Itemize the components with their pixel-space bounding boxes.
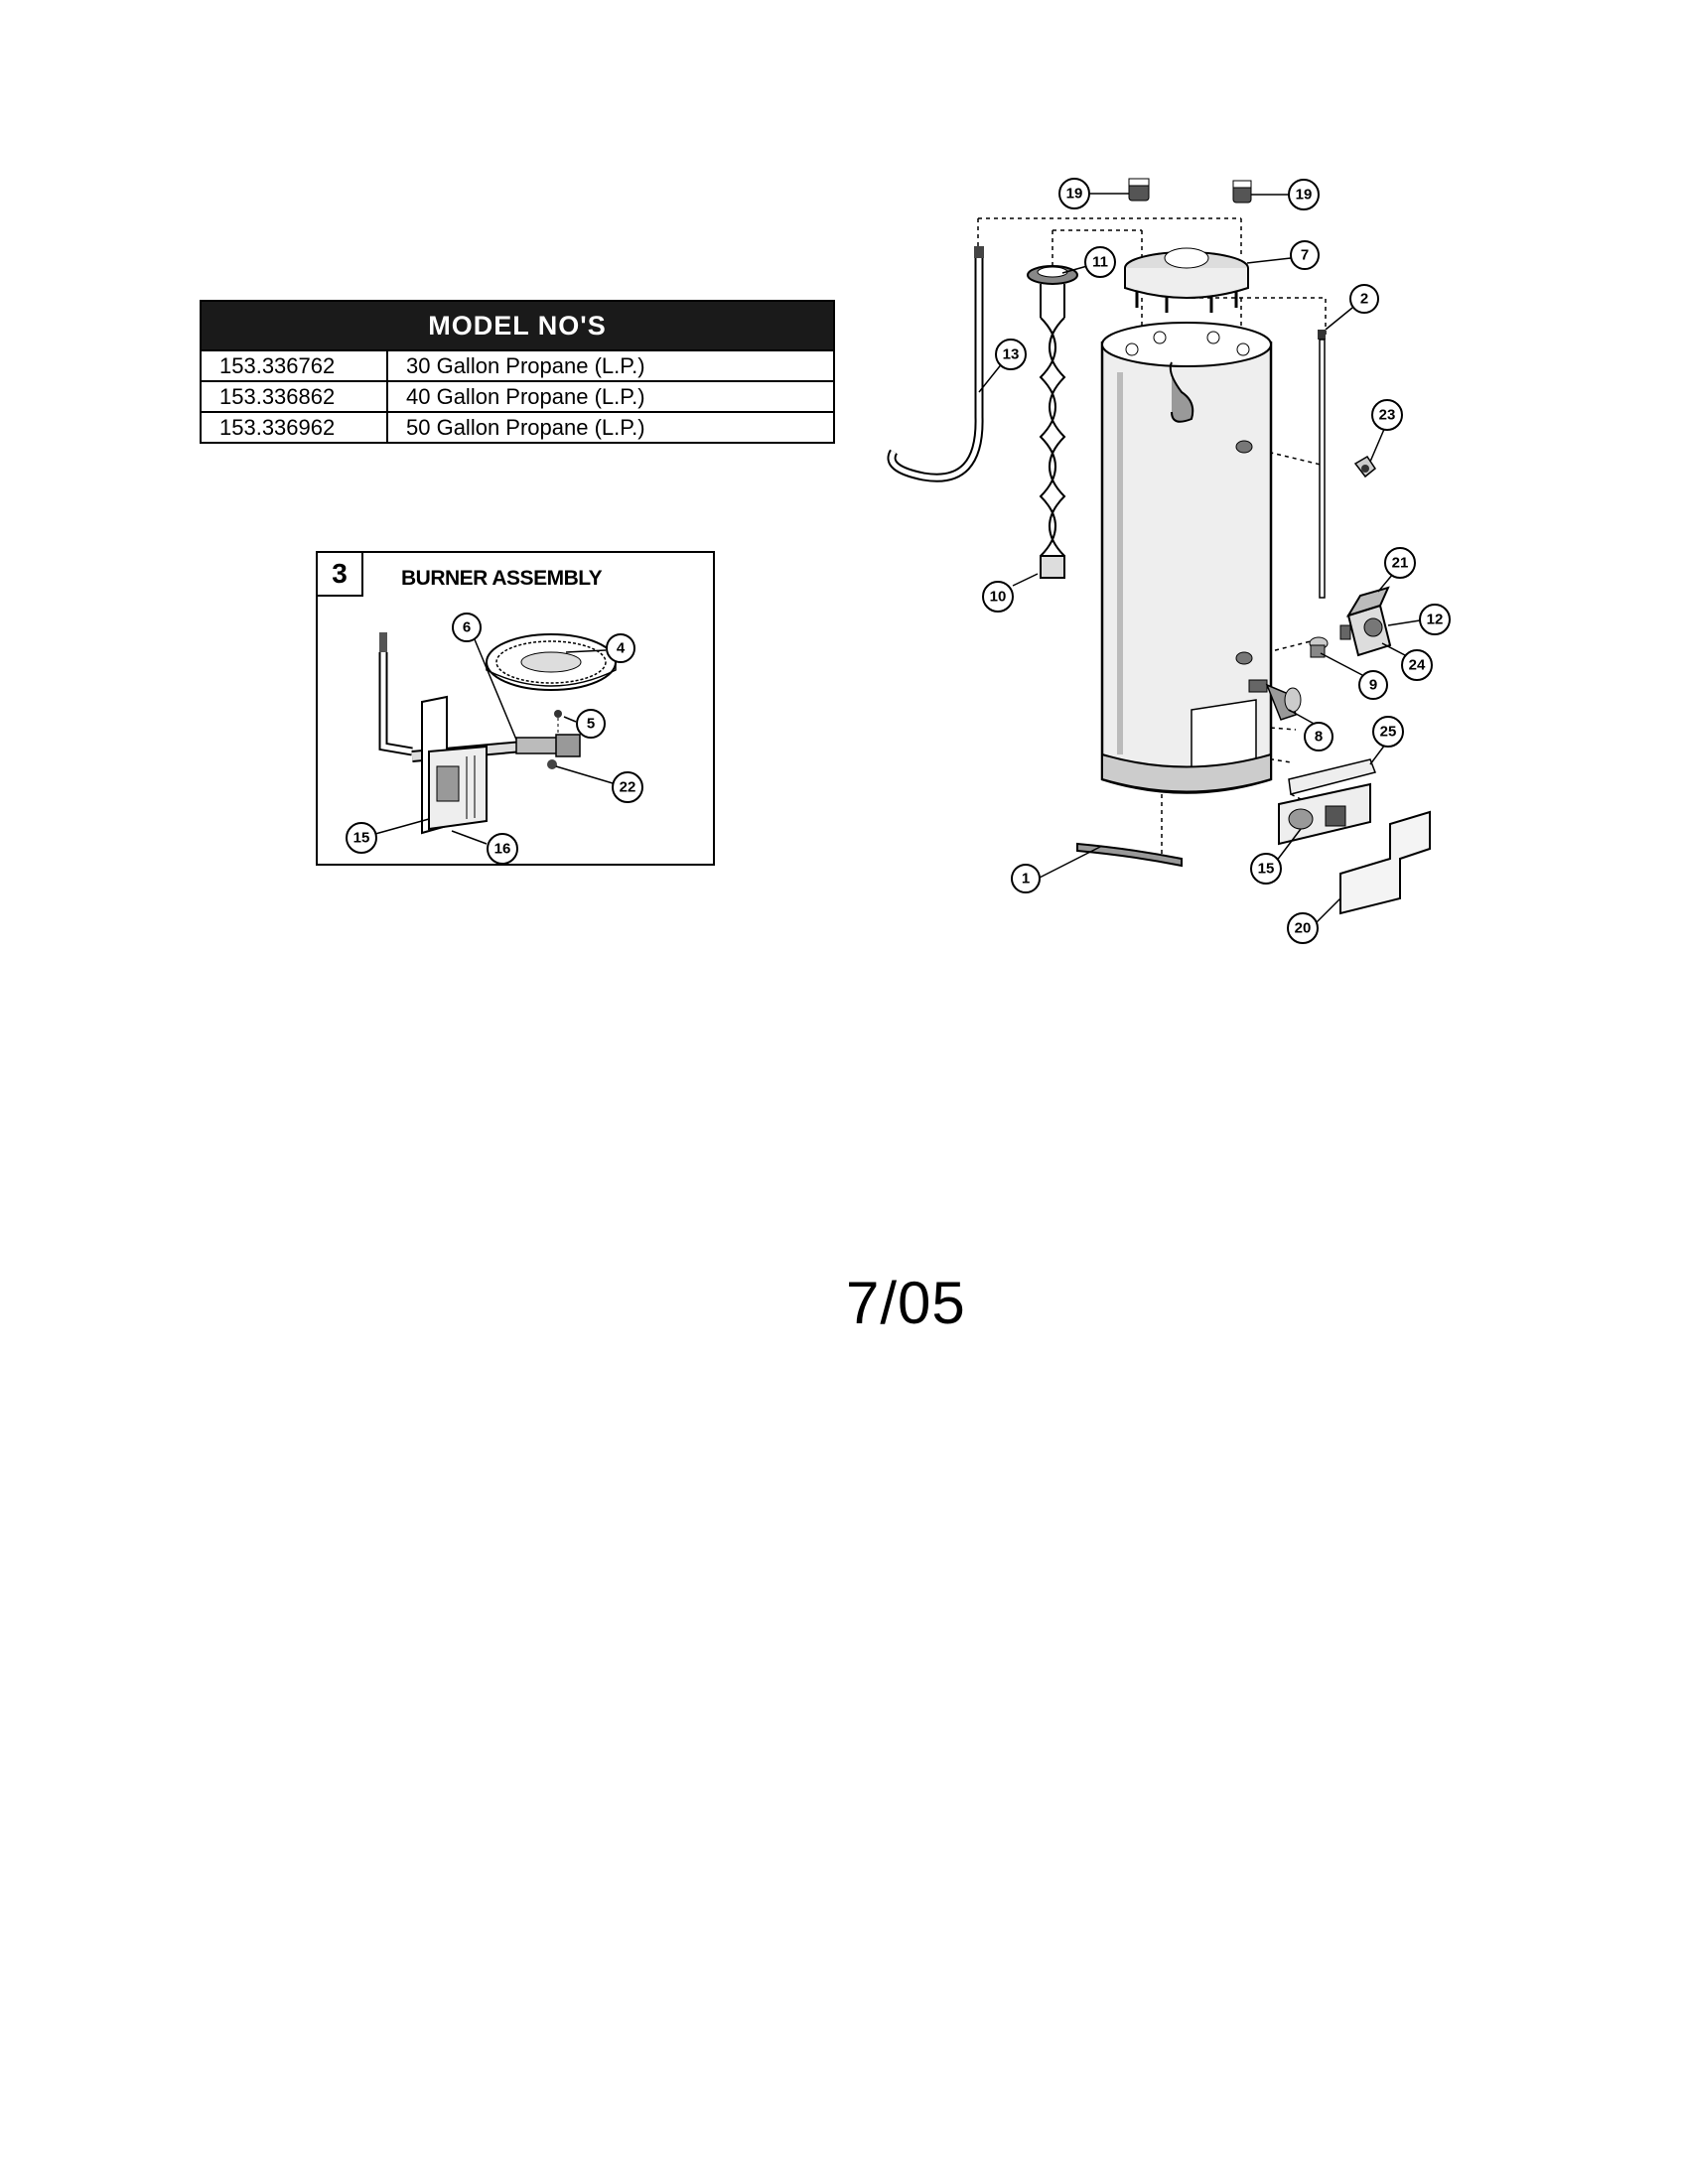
base-pan — [1076, 842, 1183, 868]
svg-text:2: 2 — [1360, 291, 1368, 308]
svg-text:8: 8 — [1315, 729, 1323, 746]
model-table-header: MODEL NO'S — [200, 300, 835, 351]
model-number: 153.336762 — [200, 349, 388, 382]
drain-valve — [1248, 679, 1302, 721]
callout-11: 11 — [1084, 246, 1116, 278]
svg-text:7: 7 — [1301, 247, 1309, 264]
callout-4: 4 — [606, 633, 635, 663]
flex-connector — [887, 246, 984, 482]
callout-25: 25 — [1372, 716, 1404, 748]
svg-text:13: 13 — [1003, 346, 1020, 363]
model-number: 153.336962 — [200, 411, 388, 444]
model-description: 40 Gallon Propane (L.P.) — [386, 380, 835, 413]
svg-text:11: 11 — [1092, 254, 1108, 271]
svg-text:24: 24 — [1409, 657, 1426, 674]
dip-tube — [1027, 265, 1078, 579]
callout-1: 1 — [1011, 864, 1041, 893]
pipe-nipple-right — [1232, 180, 1252, 204]
table-row: 153.336962 50 Gallon Propane (L.P.) — [200, 411, 835, 444]
callout-19-left: 19 — [1058, 178, 1090, 209]
callout-24: 24 — [1401, 649, 1433, 681]
svg-text:9: 9 — [1369, 677, 1377, 694]
svg-text:21: 21 — [1392, 555, 1409, 572]
svg-text:12: 12 — [1427, 612, 1444, 628]
callout-15: 15 — [1250, 853, 1282, 885]
model-table: MODEL NO'S 153.336762 30 Gallon Propane … — [200, 300, 835, 444]
water-heater-exploded-diagram: 19 19 7 11 2 13 23 21 12 10 24 9 8 25 1 … — [887, 178, 1451, 944]
model-description: 50 Gallon Propane (L.P.) — [386, 411, 835, 444]
burner-assembly-title: BURNER ASSEMBLY — [401, 567, 603, 590]
draft-hood — [1124, 247, 1249, 313]
callout-6: 6 — [452, 613, 482, 642]
svg-text:25: 25 — [1380, 724, 1397, 741]
outer-door — [1278, 782, 1371, 846]
burner-assembly-drawing: 6 4 5 22 16 15 — [346, 613, 643, 864]
burner-assembly-number: 3 — [318, 553, 363, 597]
model-description: 30 Gallon Propane (L.P.) — [386, 349, 835, 382]
tank-body — [1100, 322, 1273, 794]
inner-door-plate — [1288, 758, 1377, 795]
thermowell-fitting — [1353, 455, 1377, 478]
svg-text:20: 20 — [1295, 920, 1312, 937]
table-row: 153.336862 40 Gallon Propane (L.P.) — [200, 380, 835, 413]
callout-22: 22 — [612, 771, 643, 803]
table-row: 153.336762 30 Gallon Propane (L.P.) — [200, 349, 835, 382]
leader-lines — [978, 193, 1421, 924]
svg-text:15: 15 — [1258, 861, 1275, 878]
callout-21: 21 — [1384, 547, 1416, 579]
gas-control-valve — [1339, 586, 1392, 657]
anode-rod — [1318, 330, 1326, 599]
callout-12: 12 — [1419, 604, 1451, 635]
callout-19-right: 19 — [1288, 179, 1320, 210]
svg-text:5: 5 — [587, 716, 595, 733]
callout-23: 23 — [1371, 399, 1403, 431]
relief-valve — [1309, 636, 1329, 658]
callout-2: 2 — [1349, 284, 1379, 314]
callout-8: 8 — [1304, 722, 1333, 751]
pipe-nipple-left — [1128, 178, 1150, 202]
svg-text:1: 1 — [1022, 871, 1030, 887]
callout-20: 20 — [1287, 912, 1319, 944]
svg-text:19: 19 — [1296, 187, 1313, 204]
callout-15: 15 — [346, 822, 377, 854]
callout-13: 13 — [995, 339, 1027, 370]
model-number: 153.336862 — [200, 380, 388, 413]
svg-text:19: 19 — [1066, 186, 1083, 203]
inner-door — [421, 695, 488, 835]
svg-text:23: 23 — [1379, 407, 1396, 424]
callout-10: 10 — [982, 581, 1014, 613]
svg-text:15: 15 — [353, 830, 370, 847]
svg-text:6: 6 — [463, 619, 471, 636]
callout-5: 5 — [576, 709, 606, 739]
callout-9: 9 — [1358, 670, 1388, 700]
callout-7: 7 — [1290, 240, 1320, 270]
revision-date: 7/05 — [846, 1270, 966, 1336]
model-table-header-row: MODEL NO'S — [200, 300, 835, 351]
burner-ring — [486, 633, 617, 691]
svg-text:22: 22 — [620, 779, 636, 796]
svg-text:16: 16 — [494, 841, 511, 858]
callout-16: 16 — [487, 833, 518, 864]
door-bracket — [1339, 810, 1431, 915]
svg-text:10: 10 — [990, 589, 1007, 606]
burner-assembly-panel: 6 4 5 22 16 15 3 BURNER ASSEMBLY — [316, 551, 715, 866]
svg-text:4: 4 — [617, 640, 626, 657]
